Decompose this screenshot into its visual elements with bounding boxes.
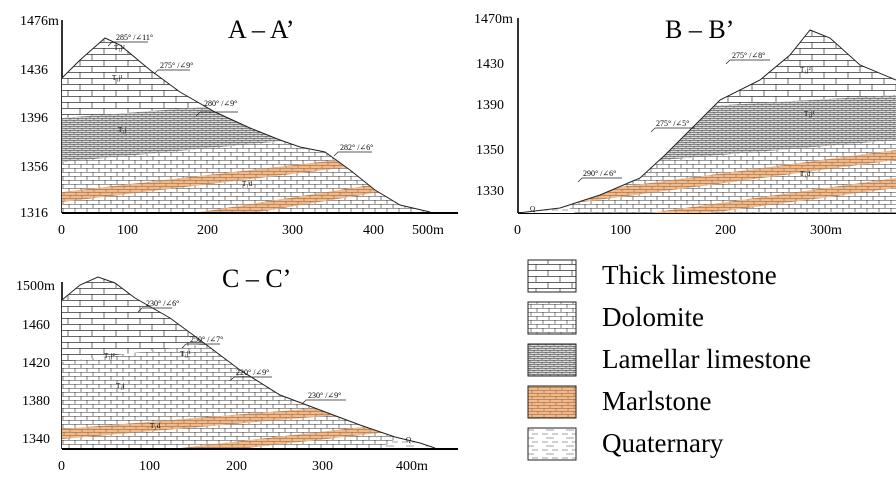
- section-a-attitudes: 285° /∠11° 275° /∠9° 280° /∠9° 282° /∠6°: [107, 33, 373, 157]
- y-tick-label: 1350: [476, 143, 504, 158]
- x-tick-label: 0: [514, 223, 521, 238]
- x-tick-label: 300m: [810, 223, 842, 238]
- formation-label: T₁j¹: [112, 74, 123, 82]
- legend: Thick limestone Dolomite Lamellar limest…: [527, 259, 811, 461]
- legend-item-thick-limestone: Thick limestone: [527, 259, 777, 293]
- formation-label: T₁d: [150, 422, 161, 430]
- y-tick-label: 1316: [20, 206, 48, 221]
- formation-label: T₁j¹: [180, 350, 191, 358]
- section-b-strata: [518, 30, 896, 213]
- legend-label: Marlstone: [602, 386, 711, 416]
- y-tick-label: 1396: [20, 111, 48, 126]
- x-tick-label: 300: [312, 459, 333, 474]
- legend-item-lamellar-limestone: Lamellar limestone: [527, 343, 811, 377]
- x-tick-label: 400: [363, 223, 384, 238]
- section-a-x-axis: 0 100 200 300 400 500m: [58, 212, 458, 238]
- section-c-strata: [62, 277, 435, 448]
- section-c-title: C – C’: [222, 264, 291, 293]
- section-c: C – C’ 1500m 1460 1420 1380 1340 0 100 2…: [16, 264, 458, 474]
- legend-label: Lamellar limestone: [602, 344, 811, 374]
- attitude-label: 290° /∠6°: [583, 169, 616, 178]
- x-tick-label: 300: [282, 223, 303, 238]
- section-a-title: A – A’: [228, 15, 294, 44]
- formation-label: T₁j: [118, 126, 127, 134]
- formation-label: T₁j²: [114, 44, 125, 52]
- section-c-y-axis: 1500m 1460 1420 1380 1340: [16, 279, 63, 449]
- section-c-formation-labels: T₁j² T₁j¹ T₁j T₁d Q: [104, 350, 411, 444]
- section-c-surface: [61, 276, 436, 449]
- y-tick-label: 1356: [20, 160, 48, 175]
- attitude-label: 230° /∠9°: [308, 391, 341, 400]
- y-tick-label: 1470m: [474, 12, 513, 27]
- x-tick-label: 200: [197, 223, 218, 238]
- y-tick-label: 1380: [22, 394, 50, 409]
- attitude-label: 282° /∠6°: [340, 143, 373, 152]
- attitude-label: 250° /∠7°: [190, 335, 223, 344]
- y-tick-label: 1430: [476, 57, 504, 72]
- x-tick-label: 200: [715, 223, 736, 238]
- marlstone-swatch: [527, 385, 577, 419]
- attitude-label: 275° /∠5°: [656, 119, 689, 128]
- x-tick-label: 500m: [412, 223, 444, 238]
- section-c-attitudes: 230° /∠6° 250° /∠7° 220° /∠9° 230° /∠9°: [137, 299, 346, 405]
- section-a-y-axis: 1476m 1436 1396 1356 1316: [20, 14, 63, 221]
- y-tick-label: 1436: [20, 63, 48, 78]
- formation-label: Q: [406, 436, 411, 444]
- quaternary-swatch: [527, 427, 577, 461]
- section-b-attitudes: 275° /∠8° 275° /∠5° 290° /∠6°: [577, 51, 770, 183]
- y-tick-label: 1390: [476, 98, 504, 113]
- attitude-label: 230° /∠6°: [146, 299, 179, 308]
- section-a-formation-labels: T₁j² T₁j¹ T₁j T₁d: [112, 44, 253, 188]
- section-c-x-axis: 0 100 200 300 400m: [58, 448, 458, 474]
- section-b: B – B’ 1470m 1430 1390 1350 1330 0 100 2…: [474, 12, 896, 238]
- attitude-label: 285° /∠11°: [116, 33, 153, 42]
- section-b-title: B – B’: [665, 15, 734, 44]
- legend-item-quaternary: Quaternary: [527, 427, 724, 461]
- attitude-label: 280° /∠9°: [204, 99, 237, 108]
- formation-label: T₁d: [242, 180, 253, 188]
- y-tick-label: 1476m: [20, 14, 59, 29]
- y-tick-label: 1460: [22, 318, 50, 333]
- x-tick-label: 100: [610, 223, 631, 238]
- section-b-x-axis: 0 100 200 300m: [514, 212, 896, 238]
- dolomite-swatch: [527, 301, 577, 335]
- formation-label: T₁d: [800, 170, 811, 178]
- section-b-formation-labels: T₁j² T₁j¹ T₁d Q: [530, 66, 815, 213]
- legend-label: Quaternary: [602, 428, 724, 458]
- section-a: A – A’ 1476m 1436 1396 1356 1316 0 100 2…: [20, 14, 458, 238]
- x-tick-label: 200: [226, 459, 247, 474]
- x-tick-label: 100: [117, 223, 138, 238]
- legend-label: Dolomite: [602, 302, 704, 332]
- y-tick-label: 1500m: [16, 279, 55, 294]
- x-tick-label: 0: [58, 459, 65, 474]
- attitude-label: 275° /∠8°: [732, 51, 765, 60]
- formation-label: T₁j¹: [804, 110, 815, 118]
- legend-item-marlstone: Marlstone: [527, 385, 711, 419]
- formation-label: Q: [530, 205, 535, 213]
- formation-label: T₁j: [116, 382, 125, 390]
- attitude-label: 275° /∠9°: [160, 61, 193, 70]
- x-tick-label: 400m: [396, 459, 428, 474]
- section-a-surface: [61, 37, 431, 213]
- legend-item-dolomite: Dolomite: [527, 301, 704, 335]
- thick-limestone-swatch: [527, 259, 577, 293]
- y-tick-label: 1420: [22, 356, 50, 371]
- formation-label: T₁j²: [104, 352, 115, 360]
- x-tick-label: 100: [139, 459, 160, 474]
- lamellar-limestone-swatch: [527, 343, 577, 377]
- x-tick-label: 0: [58, 223, 65, 238]
- legend-label: Thick limestone: [602, 260, 777, 290]
- attitude-label: 220° /∠9°: [236, 368, 269, 377]
- y-tick-label: 1330: [476, 184, 504, 199]
- y-tick-label: 1340: [22, 432, 50, 447]
- section-b-surface: [517, 29, 896, 214]
- section-b-y-axis: 1470m 1430 1390 1350 1330: [474, 12, 519, 213]
- formation-label: T₁j²: [800, 66, 811, 74]
